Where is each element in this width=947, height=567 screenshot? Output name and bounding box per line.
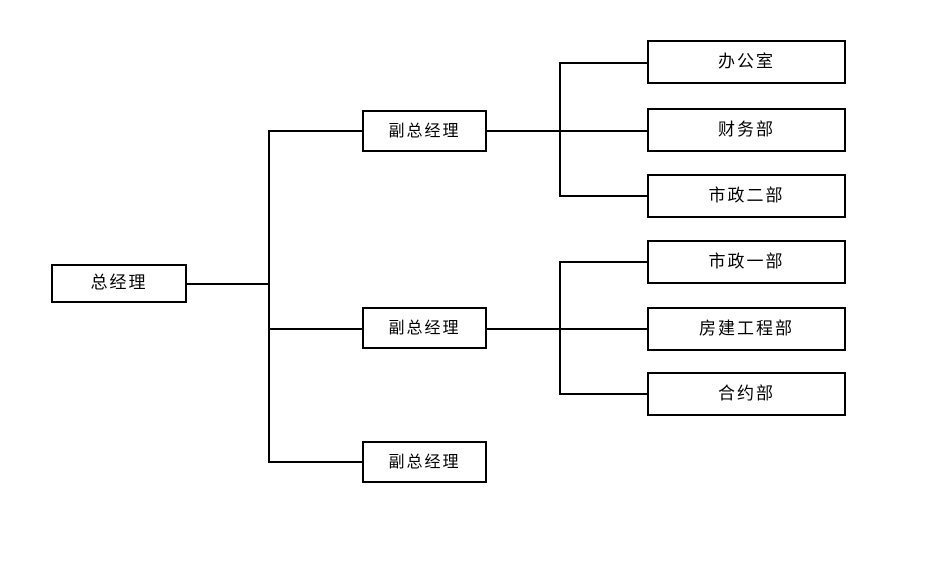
node-finance-department-label: 财务部 xyxy=(718,119,775,140)
connector-root-to-trunk xyxy=(187,283,270,285)
node-finance-department[interactable]: 财务部 xyxy=(647,108,846,152)
connector-subtrunk-group-2 xyxy=(559,261,561,394)
node-general-manager[interactable]: 总经理 xyxy=(51,264,187,303)
connector-subtrunk-to-municipal-department-2 xyxy=(559,195,647,197)
connector-subtrunk-to-municipal-department-1 xyxy=(559,261,647,263)
node-deputy-general-manager-2-label: 副总经理 xyxy=(388,318,461,337)
node-deputy-general-manager-1[interactable]: 副总经理 xyxy=(362,110,487,152)
connector-subtrunk-group-1 xyxy=(559,62,561,196)
node-office[interactable]: 办公室 xyxy=(647,40,846,84)
connector-trunk-to-deputy-1 xyxy=(268,130,362,132)
connector-deputy-1-to-subtrunk xyxy=(487,130,560,132)
connector-subtrunk-to-finance-department xyxy=(559,130,647,132)
node-municipal-department-1[interactable]: 市政一部 xyxy=(647,240,846,284)
node-contract-department-label: 合约部 xyxy=(718,383,775,404)
node-deputy-general-manager-3[interactable]: 副总经理 xyxy=(362,441,487,483)
node-general-manager-label: 总经理 xyxy=(90,273,148,293)
connector-subtrunk-to-office xyxy=(559,62,647,64)
connector-trunk-to-deputy-3 xyxy=(268,461,362,463)
connector-subtrunk-to-contract-department xyxy=(559,393,647,395)
node-office-label: 办公室 xyxy=(718,51,775,72)
node-municipal-department-1-label: 市政一部 xyxy=(708,251,785,272)
node-deputy-general-manager-1-label: 副总经理 xyxy=(388,121,461,140)
connector-deputy-2-to-subtrunk xyxy=(487,328,560,330)
node-deputy-general-manager-2[interactable]: 副总经理 xyxy=(362,307,487,349)
node-municipal-department-2-label: 市政二部 xyxy=(708,185,785,206)
connector-trunk-to-deputy-2 xyxy=(268,328,362,330)
node-municipal-department-2[interactable]: 市政二部 xyxy=(647,174,846,218)
connector-main-trunk xyxy=(268,130,270,463)
node-contract-department[interactable]: 合约部 xyxy=(647,372,846,416)
node-building-engineering-department[interactable]: 房建工程部 xyxy=(647,307,846,351)
node-deputy-general-manager-3-label: 副总经理 xyxy=(388,452,461,471)
node-building-engineering-department-label: 房建工程部 xyxy=(699,318,794,339)
connector-subtrunk-to-building-engineering-department xyxy=(559,328,647,330)
